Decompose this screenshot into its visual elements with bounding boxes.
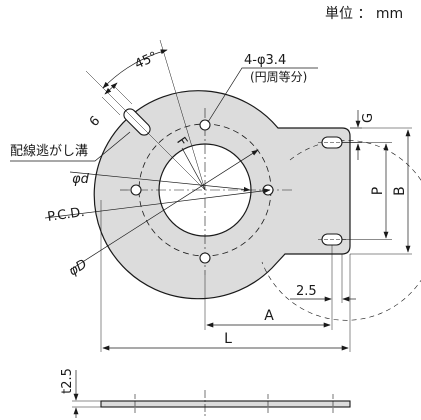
groove-label: 配線逃がし溝 (10, 143, 88, 159)
holes-callout: 4-φ3.4 (244, 53, 286, 68)
dim-2-5-label: 2.5 (296, 284, 317, 299)
inner-dia-label: φd (72, 172, 90, 187)
B-label: B (392, 186, 408, 196)
P-label: P (370, 187, 386, 195)
outer-dia-label: φD (66, 257, 90, 280)
pcd-leader (44, 188, 271, 219)
G-label: G (361, 113, 376, 123)
side-view: t2.5 (60, 368, 351, 418)
A-label: A (264, 308, 274, 324)
pcd-label: P.C.D. (46, 205, 85, 225)
plan-view: φd P.C.D. φD F 4-φ3.4 (円周等分) 配線逃がし溝 45° … (10, 39, 421, 352)
thickness-label: t2.5 (60, 368, 75, 394)
holes-note: (円周等分) (250, 70, 307, 84)
F-leader (181, 147, 206, 191)
outer-reference-arc (261, 139, 421, 321)
slot-width-label: 6 (87, 113, 103, 129)
holes-leader (207, 67, 318, 123)
unit-label: 単位 ： mm (325, 6, 403, 22)
plate-side-profile (100, 400, 351, 408)
slot-width-dimension (104, 82, 118, 95)
outer-dia-leader (69, 149, 259, 271)
mount-hole-left (130, 184, 142, 196)
angle-label: 45° (133, 49, 160, 72)
mount-hole-bottom (199, 252, 211, 264)
L-label: L (224, 331, 232, 347)
mount-hole-top (199, 119, 211, 131)
inner-dia-leader (69, 171, 251, 192)
angle-dimension-arc (102, 49, 168, 89)
groove-leader (10, 131, 131, 162)
